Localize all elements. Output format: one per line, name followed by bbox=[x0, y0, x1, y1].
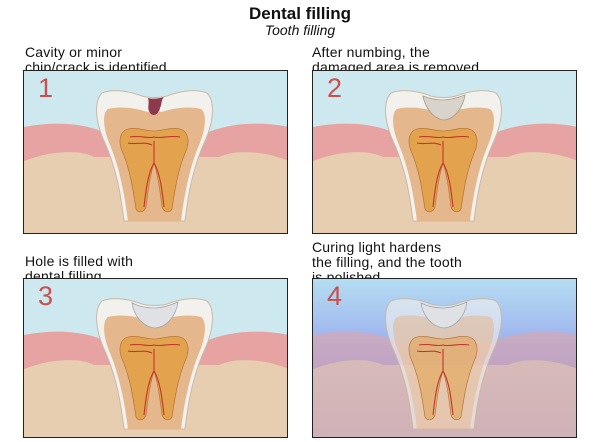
nerve-fibers bbox=[416, 343, 470, 416]
step-4-caption: Curing light hardens the filling, and th… bbox=[312, 239, 462, 285]
pulp-chamber bbox=[119, 128, 189, 213]
step-2-tooth-illustration bbox=[313, 71, 576, 233]
nerve-fibers bbox=[416, 135, 470, 208]
step-3-number: 3 bbox=[38, 281, 54, 311]
cavity bbox=[148, 97, 164, 116]
nerve-fibers bbox=[127, 343, 181, 416]
step-2-panel: 2 bbox=[312, 70, 577, 234]
diagram-subtitle: Tooth filling bbox=[264, 22, 336, 38]
dental-filling bbox=[131, 301, 179, 329]
diagram-title: Dental filling bbox=[249, 4, 351, 23]
pulp-chamber bbox=[119, 336, 189, 421]
dental-filling bbox=[420, 301, 468, 329]
step-3-tooth-illustration bbox=[24, 279, 287, 437]
pulp-chamber bbox=[408, 336, 478, 421]
step-1-number: 1 bbox=[38, 73, 54, 103]
step-3-panel: 3 bbox=[23, 278, 288, 438]
step-2-number: 2 bbox=[327, 73, 343, 103]
step-4-number: 4 bbox=[327, 281, 343, 311]
step-3-caption: Hole is filled with dental filling. bbox=[25, 253, 134, 284]
pulp-chamber bbox=[408, 128, 478, 213]
nerve-fibers bbox=[127, 135, 181, 208]
step-4-panel: 4 bbox=[312, 278, 577, 438]
step-1-tooth-illustration bbox=[24, 71, 287, 233]
prepared-hole bbox=[422, 94, 466, 121]
step-4-tooth-illustration bbox=[313, 279, 576, 437]
step-1-panel: 1 bbox=[23, 70, 288, 234]
